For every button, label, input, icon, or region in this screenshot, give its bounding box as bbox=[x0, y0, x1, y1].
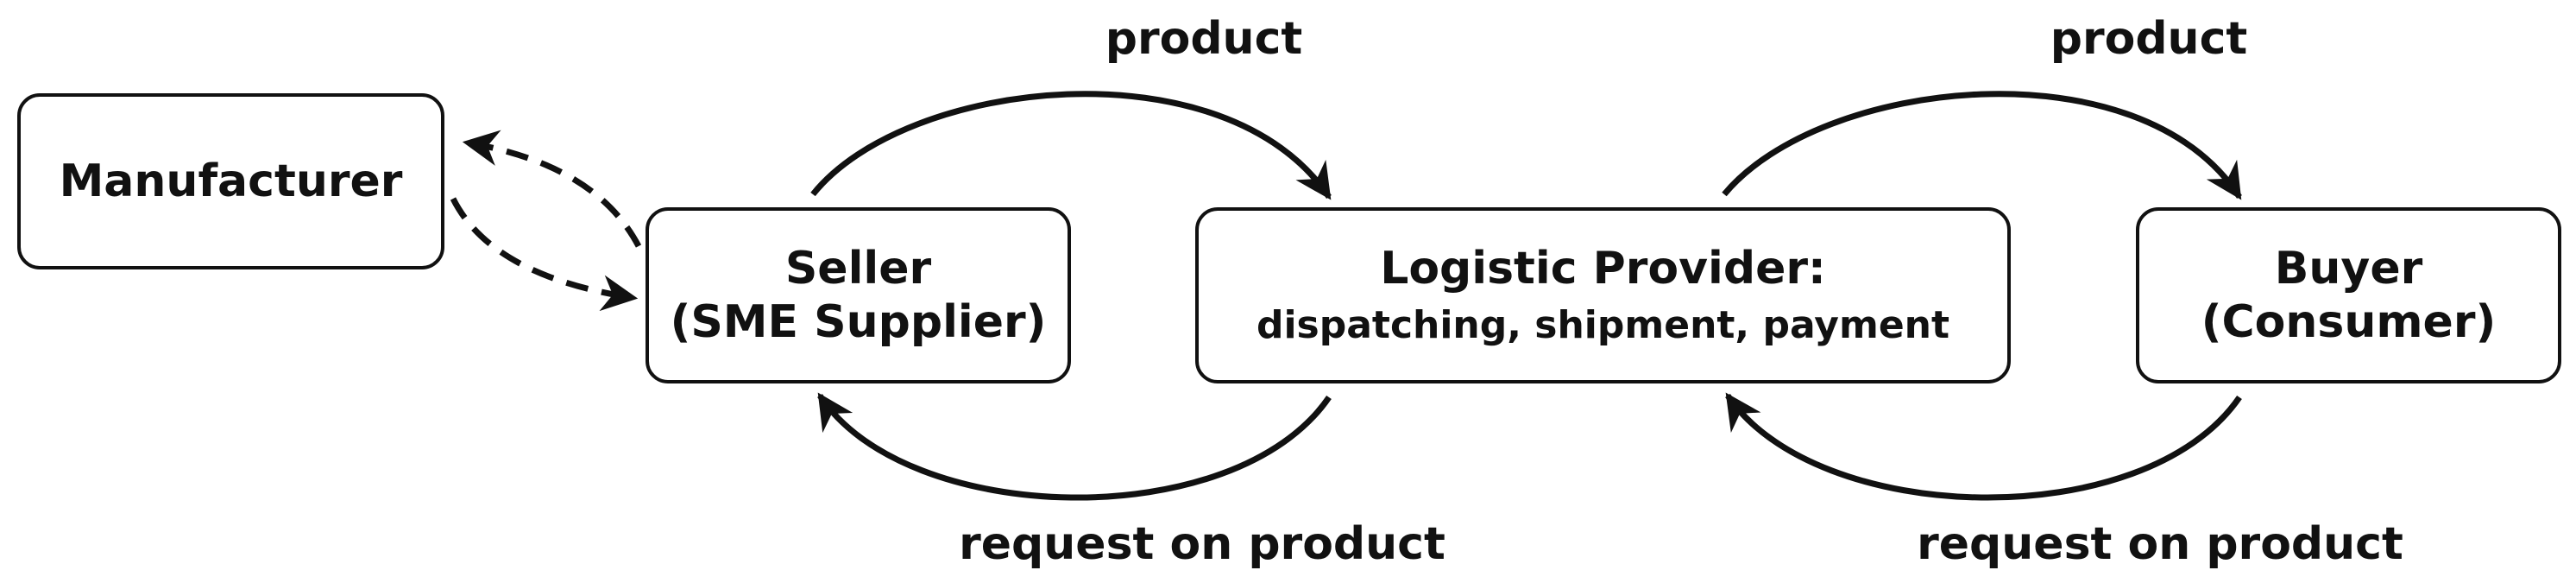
arrow-logistic-to-buyer bbox=[1722, 91, 2242, 200]
edge-label-logistic-to-buyer: product bbox=[2050, 13, 2248, 65]
buyer-title: Buyer bbox=[2274, 242, 2423, 295]
buyer-subtitle: (Consumer) bbox=[2201, 296, 2497, 348]
buyer-node: Buyer (Consumer) bbox=[2136, 207, 2561, 383]
manufacturer-node: Manufacturer bbox=[17, 93, 444, 269]
logistic-provider-services: dispatching, shipment, payment bbox=[1256, 302, 1950, 347]
logistic-provider-title: Logistic Provider: bbox=[1380, 243, 1826, 295]
seller-node: Seller (SME Supplier) bbox=[646, 207, 1071, 383]
arrow-logistic-to-seller bbox=[817, 392, 1332, 501]
edge-label-seller-to-logistic: product bbox=[1105, 13, 1303, 65]
manufacturer-label: Manufacturer bbox=[59, 155, 403, 207]
dashed-arrow-seller-to-manufacturer bbox=[462, 130, 642, 248]
edge-label-buyer-to-logistic: request on product bbox=[1917, 518, 2403, 570]
arrow-seller-to-logistic bbox=[810, 91, 1332, 200]
logistic-provider-node: Logistic Provider: dispatching, shipment… bbox=[1195, 207, 2011, 383]
dashed-arrow-manufacturer-to-seller bbox=[450, 197, 639, 312]
seller-title: Seller bbox=[784, 242, 932, 295]
edge-label-logistic-to-seller: request on product bbox=[959, 518, 1445, 570]
seller-subtitle: (SME Supplier) bbox=[670, 296, 1047, 348]
arrow-buyer-to-logistic bbox=[1725, 392, 2242, 501]
